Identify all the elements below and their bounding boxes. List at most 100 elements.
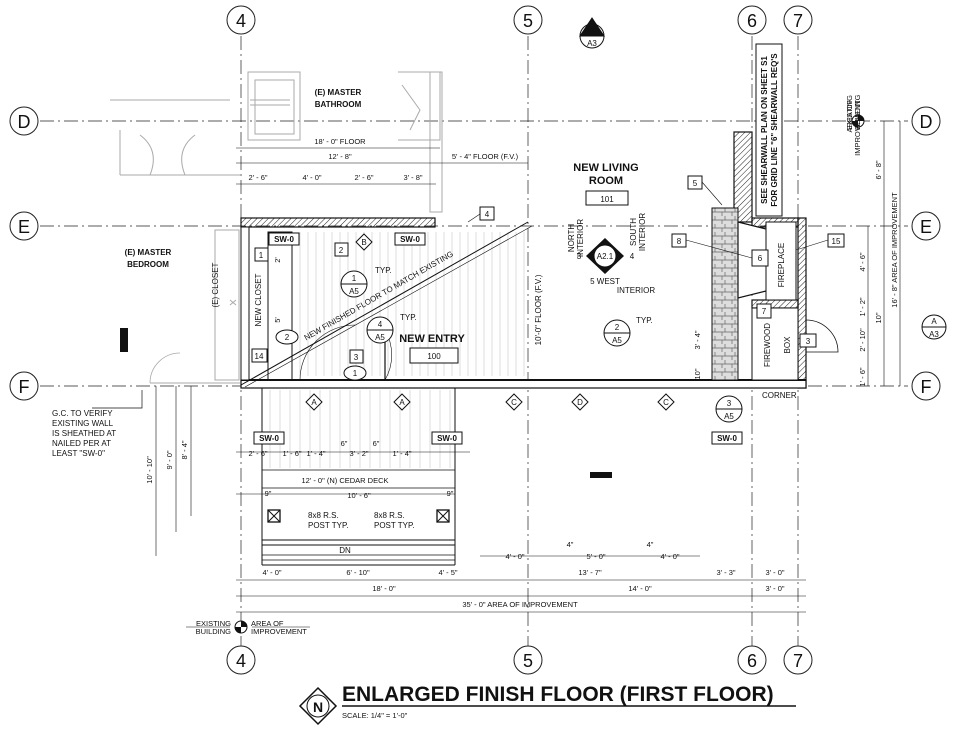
- svg-text:3: 3: [806, 337, 811, 346]
- svg-text:A5: A5: [724, 412, 734, 421]
- svg-text:2: 2: [339, 246, 344, 255]
- svg-text:D: D: [18, 112, 31, 132]
- svg-text:SW-0: SW-0: [259, 434, 279, 443]
- existing-walls: [110, 71, 443, 384]
- svg-text:4: 4: [378, 320, 383, 329]
- svg-text:4' - 5": 4' - 5": [438, 568, 457, 577]
- svg-text:4' - 0": 4' - 0": [660, 552, 679, 561]
- section-marker-a-a3: A A3: [921, 314, 947, 340]
- svg-text:3: 3: [727, 399, 732, 408]
- svg-text:35' - 0" AREA OF IMPROVEMENT: 35' - 0" AREA OF IMPROVEMENT: [462, 600, 578, 609]
- svg-text:IMPROVEMENT: IMPROVEMENT: [251, 627, 307, 636]
- keynote-2-oval: 2: [275, 329, 299, 345]
- stair-dn: DN: [339, 546, 351, 555]
- svg-text:A: A: [311, 398, 317, 407]
- entry-number: 100: [427, 352, 441, 361]
- svg-text:3: 3: [354, 353, 359, 362]
- svg-text:10": 10": [693, 368, 702, 379]
- svg-text:8' - 4": 8' - 4": [180, 440, 189, 459]
- grid-bubble-D-right: D: [911, 106, 941, 136]
- sw0-tag: SW-0: [253, 431, 285, 445]
- closet-partitions: [240, 221, 533, 388]
- gc-note: G.C. TO VERIFY EXISTING WALL IS SHEATHED…: [52, 390, 143, 458]
- area-marker-top-right: AREA OF IMPROVEMENT EXISTING BUILDING: [845, 94, 865, 156]
- svg-text:5': 5': [273, 317, 282, 323]
- living-room-number: 101: [600, 195, 614, 204]
- svg-text:5: 5: [523, 11, 533, 31]
- svg-text:A: A: [399, 398, 405, 407]
- svg-text:14: 14: [255, 352, 264, 361]
- svg-text:1: 1: [259, 251, 264, 260]
- svg-text:4' - 0": 4' - 0": [262, 568, 281, 577]
- section-marker-b-a3: B A3: [579, 17, 605, 49]
- svg-text:SW-0: SW-0: [437, 434, 457, 443]
- svg-text:N: N: [313, 699, 323, 715]
- svg-text:4: 4: [630, 252, 635, 261]
- svg-text:F: F: [19, 377, 30, 397]
- fireplace: FIREPLACE 6: [737, 221, 797, 301]
- svg-text:2: 2: [285, 333, 290, 342]
- new-walls: [120, 131, 807, 478]
- svg-text:10' - 10": 10' - 10": [145, 456, 154, 484]
- svg-text:4' - 0": 4' - 0": [505, 552, 524, 561]
- keynote-4: 4: [479, 206, 495, 221]
- wall-type-tag-a: A: [305, 393, 323, 411]
- living-room-label: NEW LIVING: [573, 162, 638, 174]
- svg-text:E: E: [18, 217, 30, 237]
- svg-text:14' - 0": 14' - 0": [628, 584, 652, 593]
- keynote-8: 8: [671, 233, 687, 248]
- grid-bubble-4-bottom: 4: [226, 645, 256, 675]
- keynote-3: 3: [349, 349, 364, 364]
- grid-bubble-7-bottom: 7: [783, 645, 813, 675]
- svg-text:2' - 6": 2' - 6": [248, 449, 267, 458]
- grid-bubble-7-top: 7: [783, 5, 813, 35]
- sw0-tag: SW-0: [711, 431, 743, 445]
- north-interior-note: NORTH: [567, 224, 576, 253]
- svg-text:SW-0: SW-0: [274, 235, 294, 244]
- wall-type-tag-b: B: [355, 233, 373, 251]
- svg-text:LEAST "SW-0": LEAST "SW-0": [52, 449, 105, 458]
- detail-bubble-4-a5: 4A5: [366, 316, 394, 344]
- grid-bubble-D-left: D: [9, 106, 39, 136]
- keynote-2: 2: [334, 242, 349, 257]
- svg-text:9": 9": [447, 489, 454, 498]
- post-note-right-typ: POST TYP.: [374, 521, 414, 530]
- svg-text:4": 4": [567, 540, 574, 549]
- svg-text:A3: A3: [587, 39, 597, 48]
- svg-text:B: B: [361, 238, 366, 247]
- wall-type-tag-c: C: [505, 393, 523, 411]
- keynote-3-box: 3: [799, 333, 817, 348]
- svg-text:18' - 0": 18' - 0": [372, 584, 396, 593]
- stone-veneer: [711, 207, 739, 381]
- area-marker-bottom-left: EXISTING BUILDING AREA OF IMPROVEMENT: [186, 619, 310, 636]
- entry-floor-boards: [291, 232, 525, 376]
- svg-text:2: 2: [615, 323, 620, 332]
- typ-note: TYP.: [400, 313, 417, 322]
- grid-bubble-F-left: F: [9, 371, 39, 401]
- svg-text:1' - 4": 1' - 4": [392, 449, 411, 458]
- svg-text:10' - 6": 10' - 6": [347, 491, 371, 500]
- grid-bubble-E-right: E: [911, 211, 941, 241]
- svg-text:7: 7: [793, 651, 803, 671]
- south-interior-note: SOUTH: [629, 218, 638, 246]
- floor-fv-note: 10'-0" FLOOR (F.V.): [534, 274, 543, 345]
- master-bath-label: (E) MASTER: [315, 88, 362, 97]
- north-arrow: N: [298, 686, 338, 726]
- room-labels: (E) MASTER BATHROOM (E) MASTER BEDROOM N…: [125, 88, 797, 400]
- svg-text:AREA OF: AREA OF: [845, 100, 854, 133]
- svg-text:NAILED PER AT: NAILED PER AT: [52, 439, 111, 448]
- keynote-15: 15: [827, 233, 845, 248]
- svg-text:8: 8: [677, 237, 682, 246]
- elevation-marker-a21: A2.1 3 4: [577, 238, 635, 274]
- svg-text:1' - 4": 1' - 4": [306, 449, 325, 458]
- svg-text:2' - 10": 2' - 10": [858, 328, 867, 352]
- drawing-scale: SCALE: 1/4" = 1'-0": [342, 711, 408, 720]
- south-interior-note-2: INTERIOR: [638, 213, 647, 251]
- detail-bubble-2-a5: 2A5: [603, 319, 631, 347]
- svg-text:5' - 0": 5' - 0": [586, 552, 605, 561]
- typ-note: TYP.: [375, 266, 392, 275]
- svg-text:C: C: [511, 398, 517, 407]
- grid-bubble-6-top: 6: [737, 5, 767, 35]
- svg-text:3' - 0": 3' - 0": [765, 584, 784, 593]
